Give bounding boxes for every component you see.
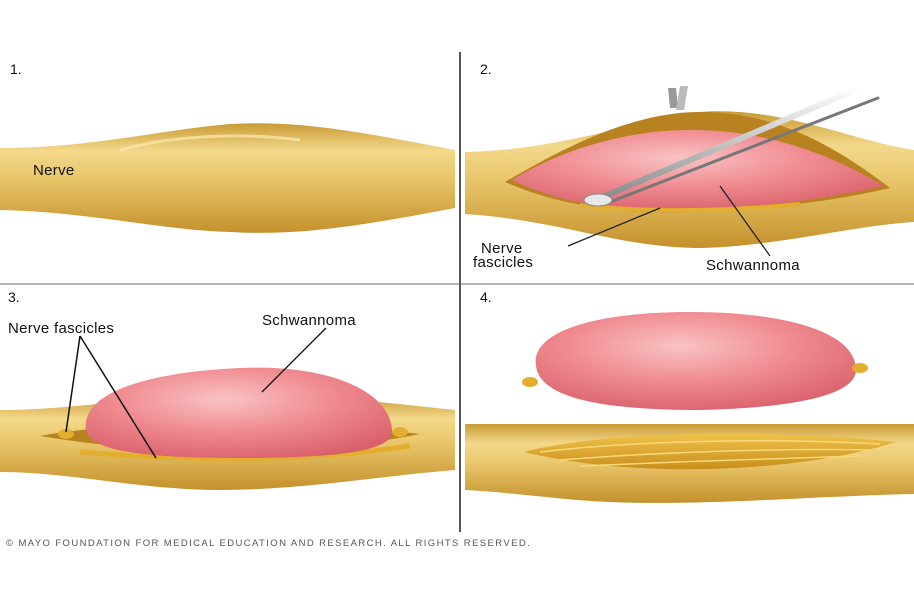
- schwannoma-label: Schwannoma: [262, 312, 356, 329]
- panel-2-number: 2.: [480, 61, 492, 77]
- removed-tumor: [535, 312, 856, 410]
- schwannoma-label: Schwannoma: [706, 257, 800, 274]
- nerve-swelling: [0, 123, 455, 233]
- tumor: [85, 367, 393, 458]
- tumor: [512, 129, 884, 211]
- nerve-fascicles-label-line2: fascicles: [473, 254, 533, 271]
- probe-instrument: [597, 85, 863, 201]
- panel-4-number: 4.: [480, 289, 492, 305]
- nerve-label: Nerve: [33, 162, 75, 179]
- panel-3-number: 3.: [8, 289, 20, 305]
- panel-4: 4.: [465, 289, 914, 503]
- panel-3: 3. Nerve fascicles Schwannoma: [0, 289, 455, 490]
- panel-2: 2. Nerve fascicles Schwannoma: [465, 61, 914, 274]
- copyright-notice: © MAYO FOUNDATION FOR MEDICAL EDUCATION …: [6, 538, 532, 549]
- panel-1-number: 1.: [10, 61, 22, 77]
- nerve-fascicles-label: Nerve fascicles: [8, 320, 114, 337]
- nerve-fascicles-label-line1: Nerve: [481, 240, 523, 257]
- panel-1: 1. Nerve: [0, 61, 455, 233]
